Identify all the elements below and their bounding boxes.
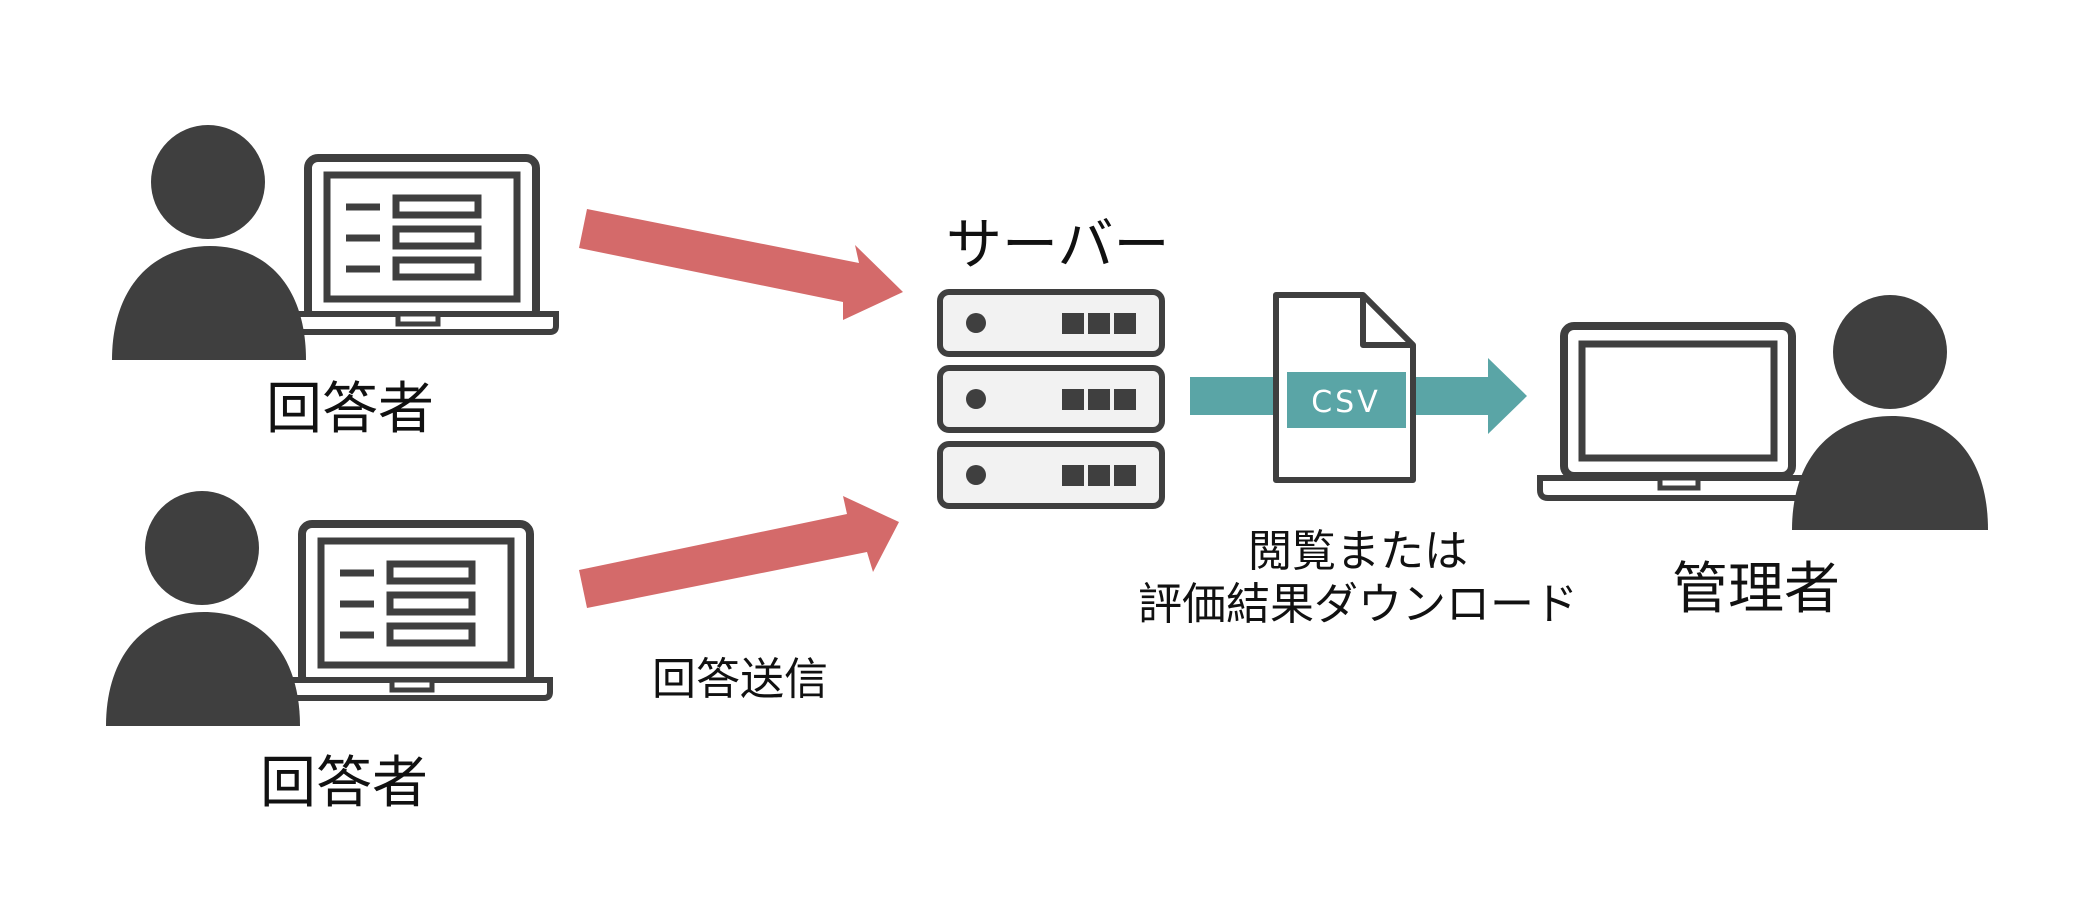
submit-arrow-top	[579, 209, 903, 320]
respondent-top-group	[112, 125, 559, 360]
laptop-icon	[1537, 322, 1819, 501]
csv-file-icon: CSV	[1273, 292, 1416, 483]
laptop-form-icon	[293, 154, 559, 335]
person-icon	[1792, 295, 1988, 530]
csv-label: CSV	[1311, 385, 1381, 420]
csv-badge	[1287, 372, 1406, 428]
submit-arrow-bottom	[579, 496, 899, 608]
server-icon	[937, 289, 1165, 509]
view-label-line2: 評価結果ダウンロード	[1138, 578, 1578, 630]
view-label-line1: 閲覧または	[1248, 526, 1468, 577]
respondent-bottom-group	[106, 491, 553, 726]
submit-label: 回答送信	[652, 654, 828, 705]
person-icon	[112, 125, 306, 360]
laptop-form-icon	[287, 520, 553, 701]
respondent-bottom-label: 回答者	[260, 751, 428, 816]
admin-label: 管理者	[1672, 557, 1840, 622]
server-label: サーバー	[946, 213, 1170, 278]
view-download-label: 閲覧または 評価結果ダウンロード	[1118, 526, 1598, 632]
submit-arrows	[579, 209, 903, 608]
person-icon	[106, 491, 300, 726]
respondent-top-label: 回答者	[266, 377, 434, 442]
